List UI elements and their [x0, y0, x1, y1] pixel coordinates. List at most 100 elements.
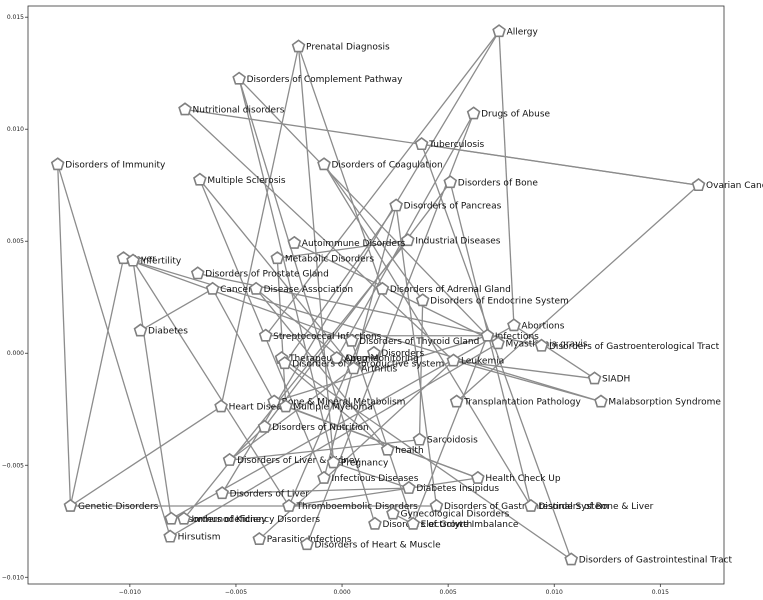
graph-node-malabsorption[interactable]: Malabsorption Syndrome [594, 394, 721, 408]
graph-node-nutrition[interactable]: Disorders of Nutrition [257, 419, 369, 433]
graph-node-fever[interactable]: Fever [116, 251, 156, 264]
graph-node-liver[interactable]: Disorders of Liver [215, 486, 309, 500]
edge-nutrition-liver_kidney [229, 426, 266, 461]
edge-infections-bone_mineral [273, 335, 488, 403]
graph-node-growth[interactable]: Disorders of Growth [368, 516, 472, 530]
node-label: Disorders of Reproductive system [292, 359, 444, 369]
graph-node-gynecological[interactable]: Gynecological Disorders [386, 506, 510, 520]
node-label: Disorders of Gastrointestinal Tract [579, 556, 733, 566]
node-label: Disorders of Bone & Liver [538, 502, 653, 512]
graph-node-abortions[interactable]: Abortions [507, 318, 565, 331]
graph-node-infections[interactable]: Infections [480, 328, 540, 342]
graph-node-strep[interactable]: Streptococcal Infections [258, 328, 382, 342]
graph-node-liver_kidney[interactable]: Disorders of Liver & Kidney [222, 452, 361, 466]
graph-node-leukemia[interactable]: Leukemia [446, 353, 505, 367]
graph-node-bone_liver[interactable]: Disorders of Bone & Liver [524, 498, 654, 512]
graph-node-metabolic[interactable]: Metabolic Disorders [270, 251, 374, 264]
graph-node-prenatal[interactable]: Prenatal Diagnosis [291, 39, 390, 53]
graph-node-nutritional[interactable]: Nutritional disorders [178, 102, 285, 116]
graph-node-bone_mineral[interactable]: Bone & Mineral Metabolism [267, 394, 405, 408]
node-pentagon [691, 178, 706, 192]
graph-node-health_checkup[interactable]: Health Check Up [471, 470, 561, 484]
node-pentagon [446, 353, 461, 367]
graph-node-prostate[interactable]: Disorders of Prostate Gland [190, 266, 329, 279]
node-label: Disorders of Kidney [179, 515, 268, 525]
graph-node-industrial[interactable]: Industrial Diseases [400, 233, 501, 246]
graph-node-electrolyte[interactable]: Electrolyte Imbalance [406, 516, 519, 530]
y-tick-label: 0.010 [7, 126, 24, 133]
graph-node-thromboembolic[interactable]: Thromboembolic Disorders [282, 498, 418, 512]
edge-bone_mineral-health_checkup [273, 401, 479, 479]
node-label: Metabolic Disorders [285, 254, 374, 264]
edge-nutritional-leukemia [184, 109, 454, 362]
node-pentagon [367, 345, 381, 359]
graph-node-heart_muscle[interactable]: Disorders of Heart & Muscle [300, 537, 441, 550]
graph-node-bone[interactable]: Disorders of Bone [443, 175, 538, 189]
node-label: Hirsutism [178, 533, 221, 543]
node-pentagon [215, 486, 230, 500]
graph-node-hirsutism[interactable]: Hirsutism [163, 529, 221, 543]
graph-node-pregnancy[interactable]: Pregnancy [326, 455, 389, 469]
node-label: Disorders of Coagulation [332, 160, 443, 170]
node-label: Sarcoidosis [427, 436, 478, 446]
node-label: Disorders of Growth [382, 520, 472, 530]
node-label: Pregnancy [341, 459, 389, 469]
graph-node-pancreas[interactable]: Disorders of Pancreas [389, 198, 502, 212]
graph-node-drugs[interactable]: Drugs of Abuse [466, 106, 551, 120]
graph-node-infectious[interactable]: Infectious Diseases [317, 470, 419, 484]
graph-node-tuberculosis[interactable]: Tuberculosis [414, 137, 485, 150]
graph-node-ovarian[interactable]: Ovarian Cancer [691, 178, 763, 192]
edge-bone-bone_liver [449, 182, 532, 507]
node-pentagon [282, 498, 296, 512]
node-label: Diabetes Insipidus [416, 484, 499, 494]
graph-node-autoimmune[interactable]: Autoimmune Disorders [287, 235, 406, 249]
graph-node-adrenal[interactable]: Disorders of Adrenal Gland [375, 281, 511, 295]
graph-node-anemia[interactable]: Anemia [329, 350, 379, 364]
node-label: Disorders of Immunity [65, 160, 166, 170]
node-pentagon [257, 419, 272, 433]
graph-node-immunodeficiency[interactable]: Immunodeficiency Disorders [177, 511, 320, 525]
node-pentagon [329, 350, 344, 364]
graph-node-health[interactable]: health [380, 442, 424, 456]
node-pentagon [534, 338, 549, 352]
graph-node-infertility[interactable]: Infertility [126, 253, 182, 267]
graph-node-insipidus[interactable]: Diabetes Insipidus [402, 480, 499, 494]
node-pentagon [205, 281, 220, 295]
graph-node-disease_assoc[interactable]: Disease Association [249, 281, 353, 295]
graph-node-myeloma[interactable]: Multiple Myeloma [278, 399, 373, 413]
graph-node-sarcoidosis[interactable]: Sarcoidosis [412, 432, 478, 446]
node-pentagon [287, 235, 302, 249]
graph-node-siadh[interactable]: SIADH [587, 371, 631, 385]
graph-node-thyroid[interactable]: Disorders of Thyroid Gland [344, 333, 480, 347]
graph-node-disorders[interactable]: Disorders [367, 345, 425, 359]
graph-node-diabetes[interactable]: Diabetes [133, 323, 189, 337]
graph-node-gi_tract[interactable]: Disorders of Gastrointestinal Tract [564, 552, 733, 566]
graph-node-heart_disease[interactable]: Heart Disease [214, 399, 292, 413]
graph-node-reproductive[interactable]: Disorders of Reproductive system [277, 356, 444, 369]
graph-node-genetic[interactable]: Genetic Disorders [63, 498, 159, 512]
graph-node-coagulation[interactable]: Disorders of Coagulation [317, 157, 443, 170]
node-pentagon [471, 470, 485, 484]
graph-node-gastroenterological[interactable]: Disorders of Gastroenterological Tract [534, 338, 720, 352]
node-pentagon [291, 39, 306, 53]
graph-node-transplantation[interactable]: Transplantation Pathology [449, 394, 582, 408]
node-pentagon [214, 399, 228, 413]
node-label: Fever [131, 254, 156, 264]
graph-node-kidney[interactable]: Disorders of Kidney [164, 511, 268, 525]
graph-node-cancer[interactable]: Cancer [205, 281, 252, 295]
node-pentagon [443, 175, 458, 189]
x-tick-label: 0.000 [333, 589, 350, 596]
node-label: Arthritis [361, 364, 397, 374]
graph-node-endocrine[interactable]: Disorders of Endocrine System [415, 293, 569, 306]
graph-node-immunity[interactable]: Disorders of Immunity [50, 157, 166, 170]
node-label: Multiple Myeloma [293, 403, 373, 413]
node-label: Disorders of Gastroenterological Tract [549, 342, 720, 352]
node-pentagon [346, 361, 361, 375]
graph-node-allergy[interactable]: Allergy [492, 24, 539, 37]
node-label: Drugs of Abuse [481, 110, 550, 120]
graph-node-arthritis[interactable]: Arthritis [346, 361, 398, 375]
graph-node-multiple_sclerosis[interactable]: Multiple Sclerosis [193, 172, 286, 186]
edge-leukemia-siadh [453, 359, 595, 380]
node-pentagon [222, 452, 237, 466]
graph-node-complement[interactable]: Disorders of Complement Pathway [232, 71, 403, 85]
